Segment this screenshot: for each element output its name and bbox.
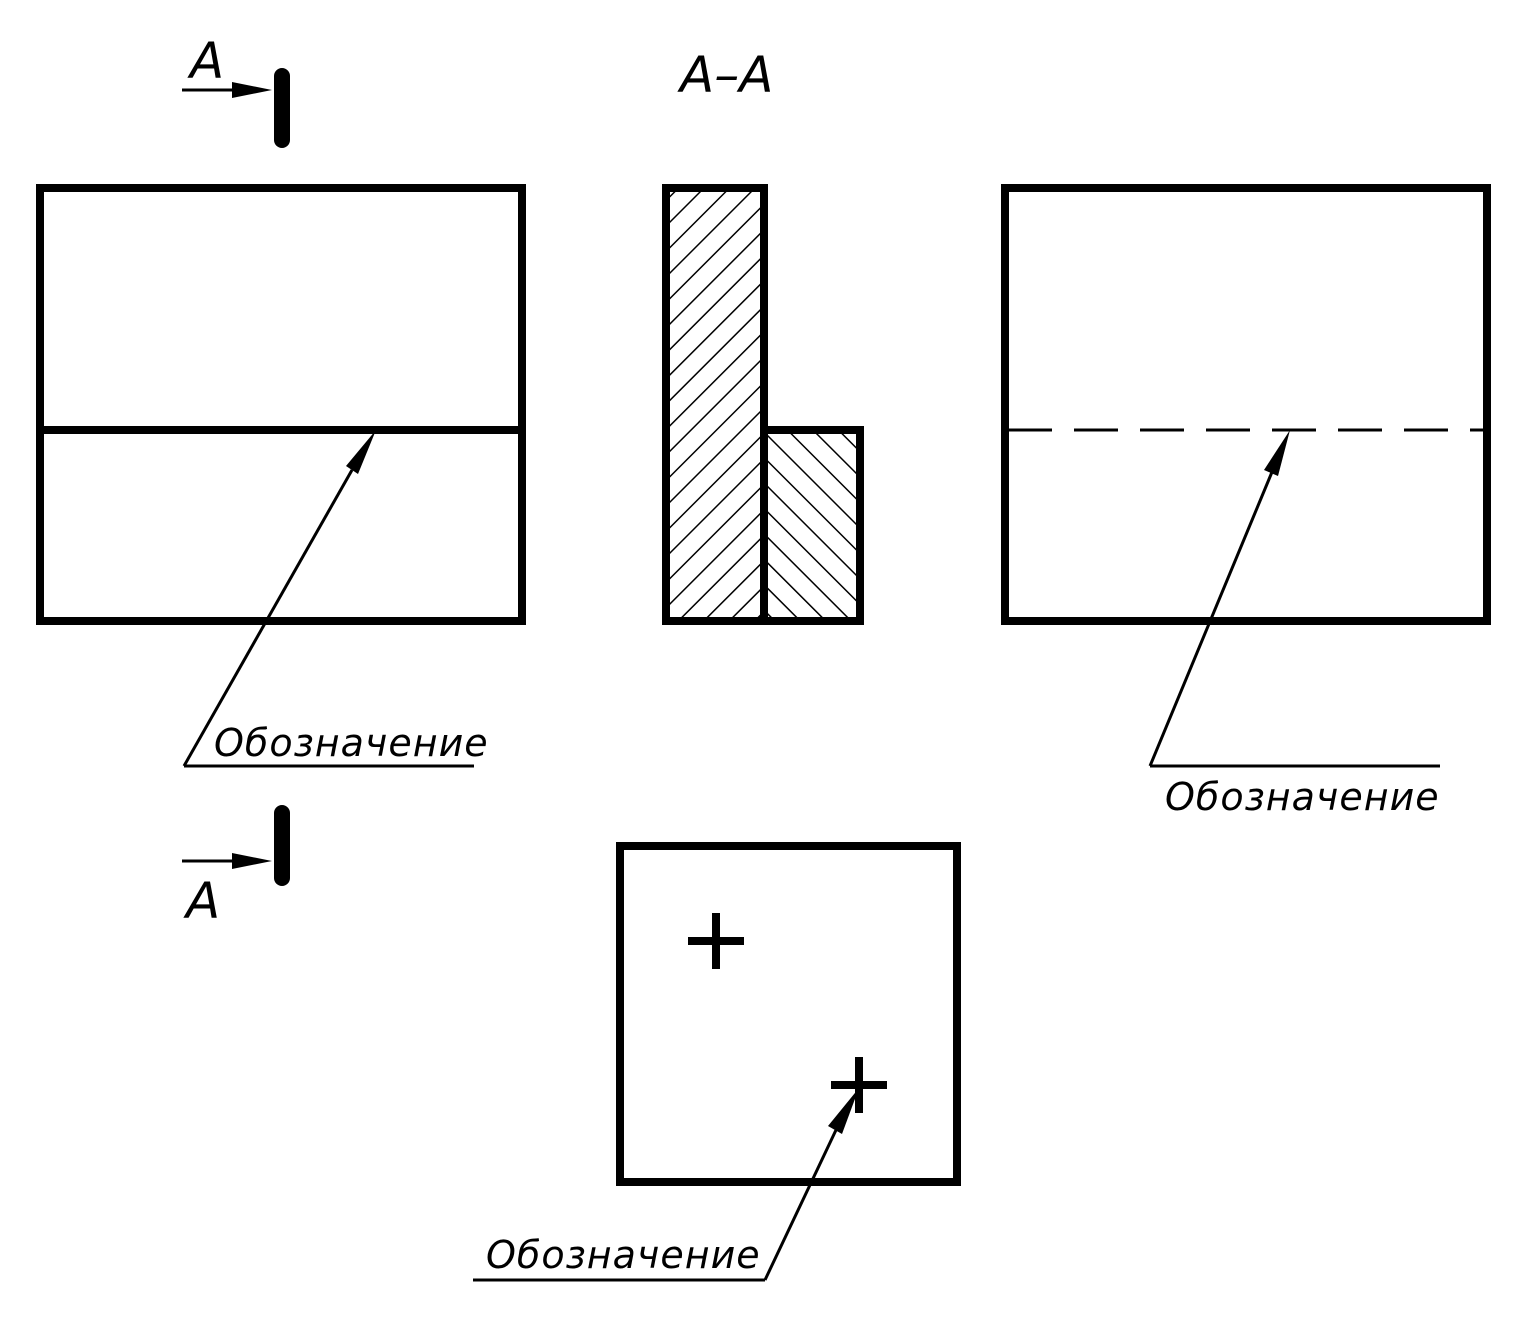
right-view-outline (1001, 184, 1491, 625)
section-mark-top: А (182, 32, 290, 148)
bottom-callout-leader (763, 1129, 838, 1281)
cross-mark-2 (831, 1057, 887, 1113)
section-part-2-outline (760, 426, 864, 625)
right-view: Обозначение (1001, 184, 1491, 819)
section-part-1-hatch (666, 188, 764, 621)
section-part-1-outline (662, 184, 768, 625)
right-callout-leader (1148, 471, 1274, 767)
bottom-view: Обозначение (473, 842, 961, 1282)
section-letter-top: А (187, 32, 224, 90)
bottom-callout-arrowhead (828, 1088, 859, 1134)
section-arrow-head-bottom (232, 853, 272, 869)
section-title: А–А (677, 46, 773, 104)
section-view (662, 184, 864, 625)
left-view: Обозначение (36, 184, 526, 768)
right-callout-label: Обозначение (1165, 775, 1440, 819)
bottom-callout-label: Обозначение (486, 1233, 761, 1277)
bottom-view-outline (616, 842, 961, 1186)
left-callout-arrowhead (346, 430, 376, 474)
section-arrow-head-top (232, 82, 272, 98)
right-callout-arrowhead (1264, 430, 1290, 476)
left-view-outline (36, 184, 526, 625)
cross-mark-1 (688, 913, 744, 969)
left-callout-label: Обозначение (214, 721, 489, 765)
section-letter-bottom: А (183, 872, 220, 930)
section-mark-bottom: А (182, 805, 290, 930)
left-callout-leader (182, 469, 354, 767)
section-part-2-hatch (764, 430, 860, 621)
